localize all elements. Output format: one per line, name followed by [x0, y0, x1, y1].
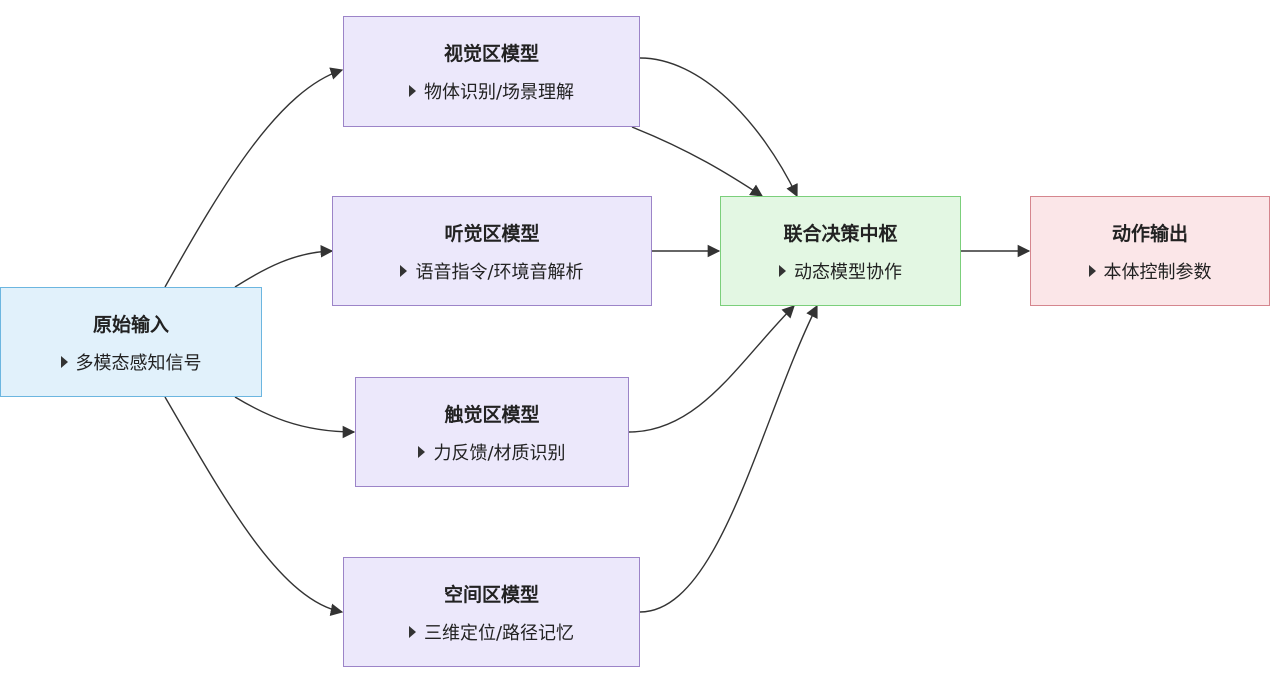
triangle-right-icon [418, 445, 426, 458]
node-auditory-sub-row: 语音指令/环境音解析 [400, 258, 584, 284]
node-visual-title: 视觉区模型 [443, 43, 539, 65]
node-decision-sub: 动态模型协作 [794, 261, 902, 283]
node-spatial-title: 空间区模型 [443, 583, 539, 606]
edge-tactile-decision [628, 305, 795, 433]
edge-spatial-decision [639, 304, 818, 613]
node-auditory-sub: 语音指令/环境音解析 [415, 261, 584, 283]
node-tactile-sub-row: 力反馈/材质识别 [418, 439, 566, 465]
node-output-title: 动作输出 [1111, 222, 1188, 245]
node-decision-sub-row: 动态模型协作 [779, 258, 902, 284]
triangle-right-icon [779, 264, 786, 277]
edge-visual-decision-a [639, 57, 798, 198]
node-visual-sub: 物体识别/场景理解 [423, 82, 575, 103]
node-visual: 视觉区模型 物体识别/场景理解 [343, 16, 640, 127]
node-output-sub: 本体控制参数 [1103, 261, 1212, 283]
edge-input-visual [164, 67, 344, 288]
node-input-sub: 多模态感知信号 [75, 352, 202, 374]
node-tactile: 触觉区模型 力反馈/材质识别 [355, 377, 629, 487]
edge-visual-decision-b [631, 126, 764, 197]
node-visual-sub-row: 物体识别/场景理解 [408, 78, 575, 104]
node-spatial-sub-row: 三维定位/路径记忆 [408, 619, 575, 645]
edge-input-auditory [234, 245, 334, 288]
triangle-right-icon [408, 625, 416, 638]
node-decision-title: 联合决策中枢 [783, 222, 898, 245]
node-auditory-title: 听觉区模型 [444, 222, 540, 245]
node-decision: 联合决策中枢 动态模型协作 [720, 196, 961, 306]
node-auditory: 听觉区模型 语音指令/环境音解析 [332, 196, 652, 306]
triangle-right-icon [400, 264, 408, 277]
node-output-sub-row: 本体控制参数 [1088, 258, 1212, 284]
triangle-right-icon [1088, 264, 1096, 277]
node-spatial: 空间区模型 三维定位/路径记忆 [343, 557, 640, 667]
node-tactile-title: 触觉区模型 [444, 403, 540, 426]
node-spatial-sub: 三维定位/路径记忆 [423, 622, 575, 644]
node-tactile-sub: 力反馈/材质识别 [433, 442, 566, 464]
node-input-title: 原始输入 [92, 313, 169, 336]
node-input: 原始输入 多模态感知信号 [0, 287, 262, 397]
triangle-right-icon [408, 85, 416, 97]
edge-input-tactile [234, 396, 356, 439]
edge-input-spatial [164, 396, 344, 617]
node-output: 动作输出 本体控制参数 [1030, 196, 1270, 306]
node-input-sub-row: 多模态感知信号 [60, 349, 202, 375]
triangle-right-icon [60, 355, 68, 368]
